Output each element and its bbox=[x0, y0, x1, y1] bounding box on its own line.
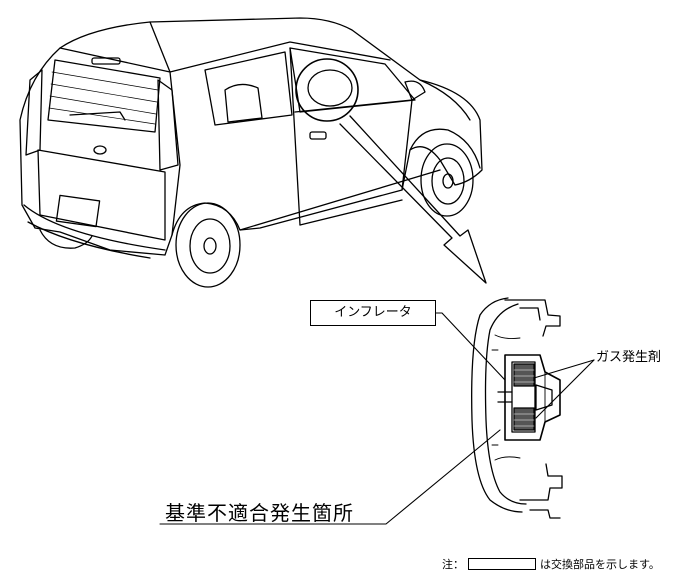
inflator-cross-section bbox=[471, 297, 563, 519]
note-legend-box bbox=[468, 558, 536, 570]
leader-lines bbox=[159, 312, 595, 525]
callout-arrow bbox=[339, 115, 487, 284]
note-prefix: 注： bbox=[442, 558, 464, 571]
inflator-label-box: インフレータ bbox=[310, 300, 436, 326]
note-suffix: は交換部品を示します。 bbox=[540, 558, 660, 571]
gas-generant-label: ガス発生剤 bbox=[596, 350, 662, 365]
defect-location-label: 基準不適合発生箇所 bbox=[165, 501, 354, 525]
replacement-part-note: 注： は交換部品を示します。 bbox=[442, 556, 660, 572]
inflator-label: インフレータ bbox=[334, 305, 412, 320]
car-illustration bbox=[19, 17, 483, 288]
